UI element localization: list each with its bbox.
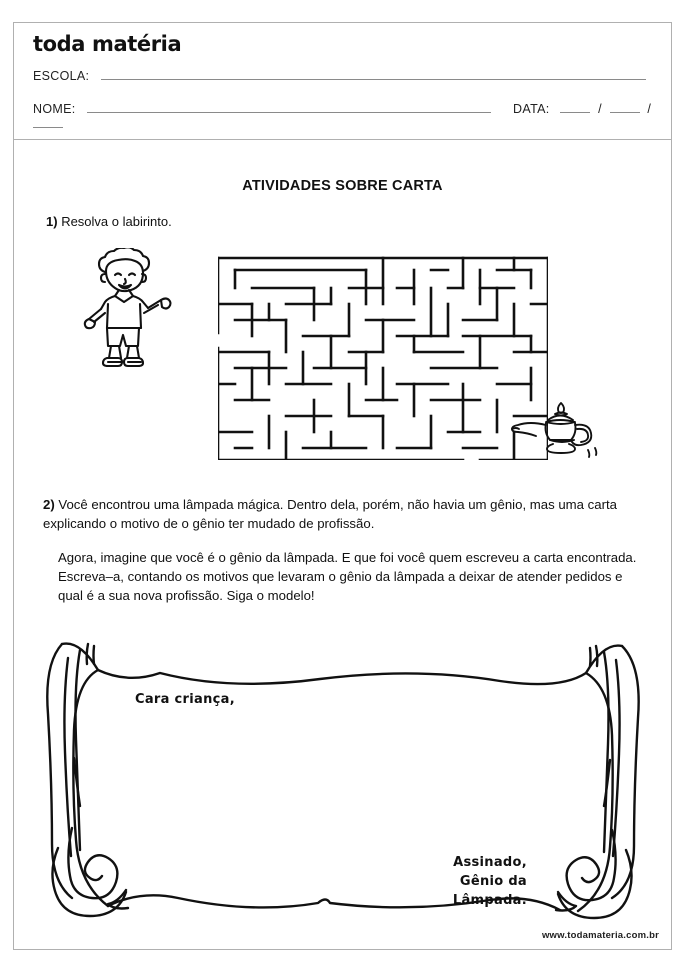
letter-signature-line-2: Gênio da Lâmpada. xyxy=(452,874,527,908)
name-field-row: NOME: DATA: / / xyxy=(33,101,671,131)
letter-greeting: Cara criança, xyxy=(135,692,235,707)
question-1-text: Resolva o labirinto. xyxy=(61,214,172,229)
question-1: 1) Resolva o labirinto. xyxy=(46,214,172,229)
letter-signature-line-1: Assinado, xyxy=(453,855,527,870)
question-2-paragraph-2: Agora, imagine que você é o gênio da lâm… xyxy=(58,550,637,603)
rectangular-maze-puzzle xyxy=(216,248,550,465)
date-separator-2: / xyxy=(647,102,652,116)
date-month-line[interactable] xyxy=(609,101,640,113)
school-field-row: ESCOLA: xyxy=(33,68,647,83)
question-2-text: Você encontrou uma lâmpada mágica. Dentr… xyxy=(43,497,617,531)
page-border xyxy=(13,22,672,950)
header-divider xyxy=(14,139,671,140)
name-input-line[interactable] xyxy=(87,101,492,113)
date-separator-1: / xyxy=(598,102,602,116)
question-2: 2) Você encontrou uma lâmpada mágica. De… xyxy=(43,495,644,533)
school-input-line[interactable] xyxy=(101,68,647,80)
worksheet-header: toda matéria ESCOLA: NOME: DATA: / / xyxy=(14,23,671,140)
question-1-number: 1) xyxy=(46,214,58,229)
brand-logo: toda matéria xyxy=(33,32,182,56)
school-label: ESCOLA: xyxy=(33,69,90,83)
date-year-line[interactable] xyxy=(33,116,63,128)
footer-website: www.todamateria.com.br xyxy=(541,930,659,941)
page-title: ATIVIDADES SOBRE CARTA xyxy=(242,178,443,194)
date-label: DATA: xyxy=(513,102,550,116)
name-label: NOME: xyxy=(33,102,76,116)
boy-with-open-arms-illustration xyxy=(72,246,192,373)
magic-genie-lamp-illustration xyxy=(505,398,605,469)
question-2-number: 2) xyxy=(43,497,55,512)
letter-signature: Assinado, Gênio da Lâmpada. xyxy=(395,853,527,910)
parchment-scroll-letter-template xyxy=(22,628,662,933)
date-day-line[interactable] xyxy=(560,101,591,113)
